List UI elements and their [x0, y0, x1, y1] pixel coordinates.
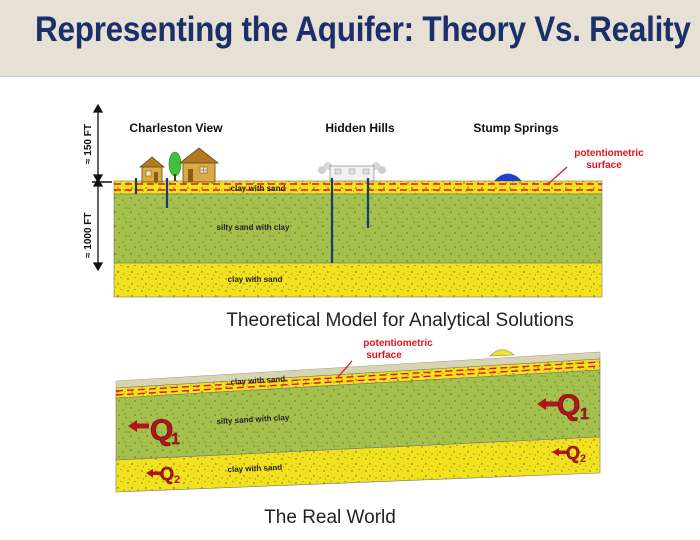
flow-arrow-q1-left: Q 1: [128, 414, 180, 448]
house-icon: [138, 156, 166, 183]
reality-silty-sand-label: silty sand with clay: [216, 413, 290, 426]
theory-silty-sand-label: silty sand with clay: [217, 223, 290, 232]
reality-potentiometric-label-line1: potentiometric: [363, 338, 433, 349]
title-bar: Representing the Aquifer: Theory Vs. Rea…: [0, 0, 700, 77]
flow-arrow-q1-right: Q 1: [537, 389, 589, 423]
theory-scale-top-label: ≈ 150 FT: [83, 124, 94, 164]
theory-bottom-clay-label: clay with sand: [228, 275, 283, 284]
q2-right-subscript: 2: [580, 453, 586, 465]
theory-scale-bottom-label: ≈ 1000 FT: [83, 212, 94, 258]
theory-diagram: ≈ 150 FT ≈ 1000 FT Charleston View Hidde…: [83, 103, 644, 298]
q1-right-symbol: Q: [557, 389, 580, 422]
theory-vertical-scale: [92, 103, 112, 272]
flow-arrow-q2-left: Q 2: [146, 464, 180, 486]
q1-left-symbol: Q: [150, 414, 173, 447]
theory-potentiometric-label-line2: surface: [586, 160, 622, 171]
theory-top-clay-label: clay with sand: [231, 184, 286, 193]
place-label-stump-springs: Stump Springs: [473, 121, 559, 135]
spring-mound-icon: [494, 173, 522, 181]
reality-caption: The Real World: [264, 507, 396, 528]
q2-right-symbol: Q: [566, 443, 580, 463]
reality-top-clay-label: clay with sand: [230, 374, 285, 386]
place-label-charleston-view: Charleston View: [129, 121, 223, 135]
theory-bottom-clay-layer: [113, 262, 603, 298]
q1-left-subscript: 1: [171, 431, 180, 448]
reality-spring-mound: [489, 349, 515, 357]
q2-left-symbol: Q: [160, 464, 174, 484]
q1-right-subscript: 1: [580, 406, 589, 423]
place-label-hidden-hills: Hidden Hills: [325, 121, 395, 135]
theory-potentiometric-label-line1: potentiometric: [574, 148, 644, 159]
flow-arrow-q2-right: Q 2: [552, 443, 586, 465]
theory-silty-sand-layer: [113, 193, 603, 264]
reality-potentiometric-label-line2: surface: [366, 350, 402, 361]
theory-top-clay-layer: [113, 180, 603, 195]
reality-potentiometric-pointer: [337, 360, 353, 378]
slide-title: Representing the Aquifer: Theory Vs. Rea…: [35, 10, 691, 49]
theory-caption: Theoretical Model for Analytical Solutio…: [226, 310, 574, 331]
reality-bottom-clay-label: clay with sand: [227, 463, 282, 474]
theory-wells: [134, 178, 370, 263]
reality-bottom-clay-layer: [115, 436, 601, 493]
reality-potentiometric-line: [115, 361, 601, 392]
tree-icon: [168, 151, 182, 181]
house-icon: [178, 147, 220, 183]
q2-left-subscript: 2: [174, 474, 180, 486]
reality-diagram: potentiometric surface clay with sand si…: [115, 338, 601, 493]
reality-potentiometric-line: [115, 365, 601, 396]
theory-potentiometric-pointer: [546, 166, 568, 186]
building-icon: [318, 162, 386, 182]
